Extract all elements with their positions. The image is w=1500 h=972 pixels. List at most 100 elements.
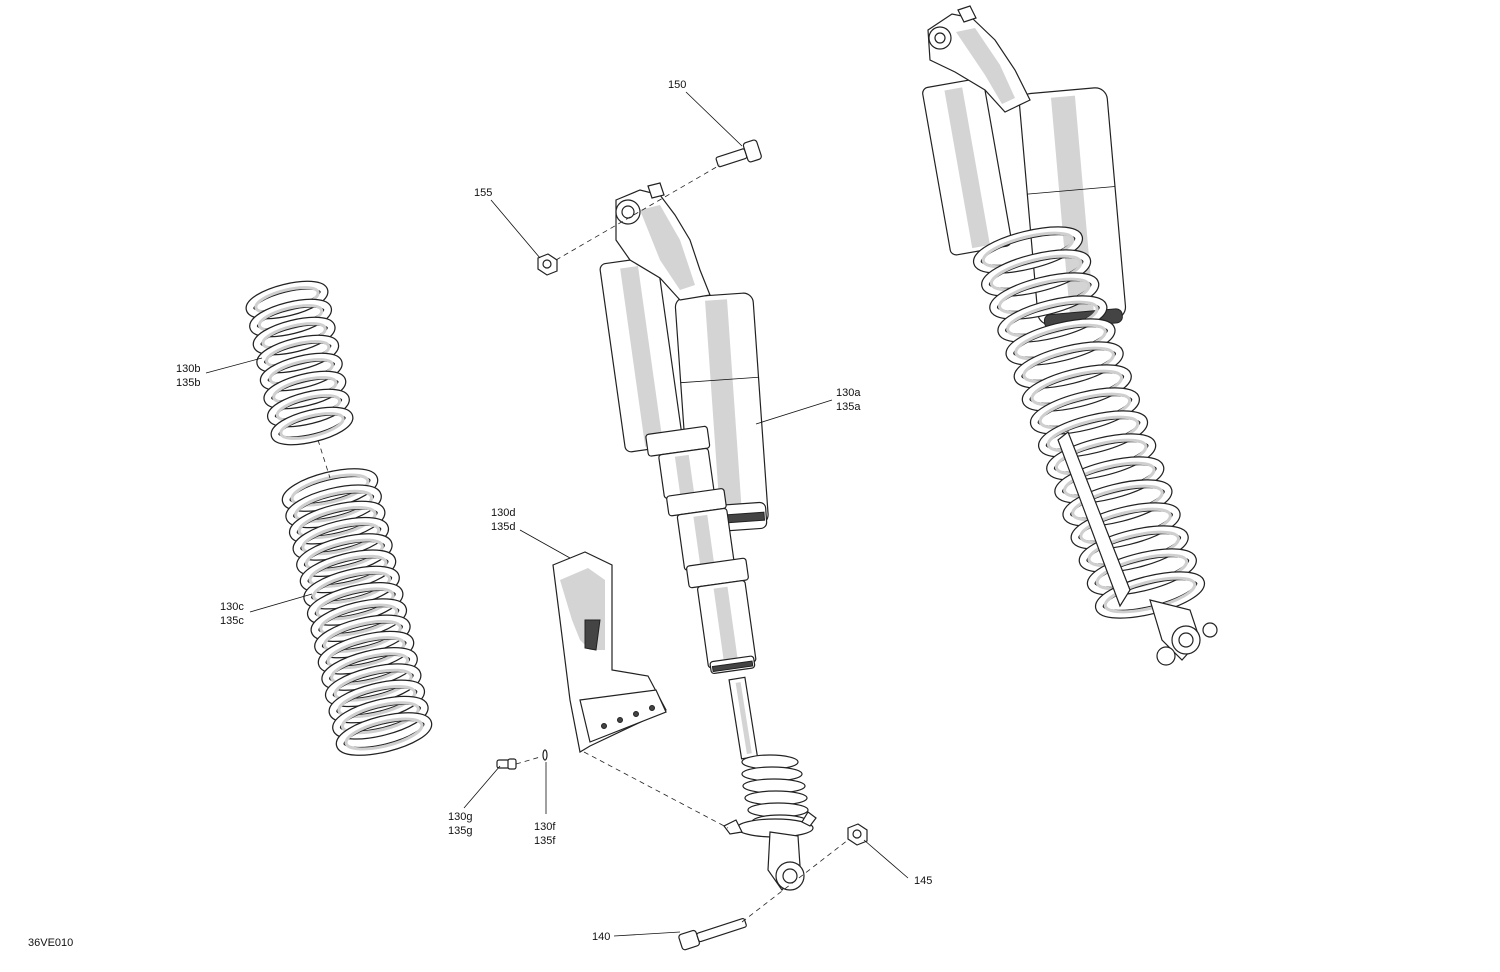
spring-coil [294,489,374,523]
spring-coil [268,389,349,427]
spring-coil [304,566,399,609]
spring-coil [344,717,424,751]
spring-coil [1079,526,1188,572]
spring-coil [311,599,406,641]
spring-coil [261,353,342,391]
spring-coil [336,713,432,755]
bolt-150 [715,139,762,168]
spring-coil [1014,342,1123,388]
spring-coil [326,664,421,706]
washer-130f [542,749,548,761]
spring-coil [318,632,414,674]
spring-coil [326,636,406,670]
spring-coil [1006,319,1115,365]
callout-130b: 130b [176,363,200,375]
spring-coil [340,701,420,735]
leader-130c [249,593,313,613]
spring-coil [990,273,1099,319]
leader-155 [490,199,541,259]
spring-coil [1039,411,1147,457]
leader-145 [863,839,909,879]
spring-coil [279,412,345,440]
spring-coil [290,473,370,507]
leader-130a [755,399,833,425]
spring-coil [293,518,388,560]
spring-coil [312,571,392,605]
callout-145: 145 [914,875,932,887]
spring-coil [337,684,417,718]
spring-coil [304,538,384,572]
leader-130b [205,357,263,374]
spring-coil [282,469,378,511]
callout-130a: 130a [836,387,861,399]
shock-absorber [599,182,817,892]
callout-130d: 130d [491,507,515,519]
small-spring [245,280,354,446]
spring-coil [271,407,353,445]
spring-coil [297,534,392,576]
bump-stop [741,754,809,830]
spring-coil [322,648,417,690]
leader-130d [519,529,571,559]
spring-coil [1022,365,1131,411]
assembly-line-150-155 [555,164,721,261]
assembly-line-shield [583,751,729,829]
spring-coil [246,281,328,319]
spring-coil [315,587,395,621]
callout-135a: 135a [836,401,861,413]
spring-coil [257,335,338,373]
spring-coil [319,603,399,637]
spring-coil [333,697,428,739]
callout-135d: 135d [491,521,515,533]
callout-130f: 130f [534,821,556,833]
drawing-code: 36VE010 [28,937,73,949]
spring-coil [308,583,403,625]
spring-centerline [317,439,331,479]
spring-coil [286,485,381,527]
callout-130c: 130c [220,601,244,613]
screw-130g [496,758,517,770]
callout-135c: 135c [220,615,244,627]
callout-135f: 135f [534,835,556,847]
spring-coil [1047,434,1156,480]
spring-coil [1088,549,1196,595]
spring-coil [982,250,1090,296]
spring-coil [322,619,402,653]
spring-coil [315,615,410,658]
leader-130g [463,765,501,809]
spring-coil [253,317,335,355]
spring-coil [998,296,1107,342]
callout-155: 155 [474,187,492,199]
callout-135g: 135g [448,825,472,837]
spring-coil [329,680,424,723]
spring-coil [297,506,377,540]
spring-coil [301,522,381,556]
nut-155 [537,253,558,276]
spring-coil [1055,457,1164,503]
callout-140: 140 [592,931,610,943]
spring-coil [290,501,385,544]
assembly-line-130g-lower [515,756,541,765]
leader-150 [685,91,743,147]
bolt-140 [678,917,747,951]
leader-140 [613,931,681,937]
spring-coil [974,227,1082,273]
spring-coil [330,652,410,686]
spring-coil [333,668,413,702]
large-spring [281,468,433,756]
callout-135b: 135b [176,377,200,389]
callout-130g: 130g [448,811,472,823]
nut-145 [847,823,868,846]
spring-coil [300,550,396,592]
callout-150: 150 [668,79,686,91]
spring-coil [1063,480,1172,526]
assembled-shock [922,5,1218,666]
spring-coil [1031,388,1139,434]
spring-coil [264,371,346,409]
spring-coil [308,554,388,588]
spring-coil [1071,503,1180,549]
spring-coil [250,299,331,337]
assembly-line-140-145 [741,839,849,923]
heat-shield [552,551,667,753]
